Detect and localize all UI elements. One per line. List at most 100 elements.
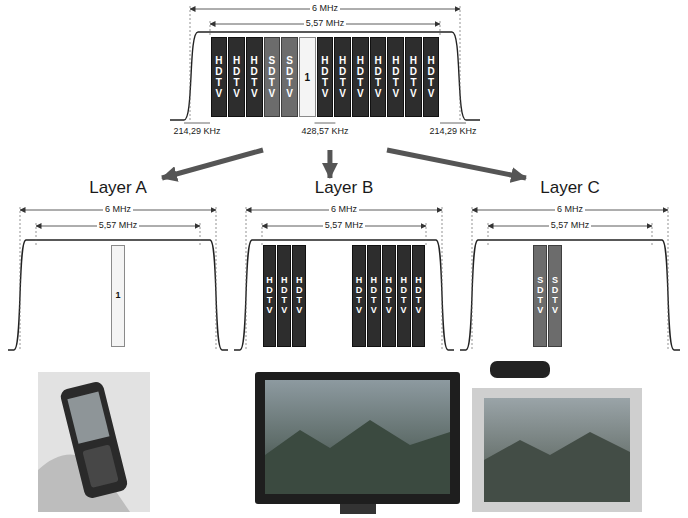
- hdtv-segment: HDTV: [277, 245, 291, 347]
- dimension-label: 5,57 MHz: [549, 220, 592, 231]
- extension-line: [440, 21, 441, 37]
- hdtv-segment: HDTV: [352, 37, 369, 117]
- mobile-phone-photo: [38, 372, 150, 512]
- extension-line: [216, 207, 217, 350]
- segment-label: 1: [302, 72, 312, 83]
- dimension-line: [315, 123, 336, 124]
- spectrum-mask: [170, 32, 480, 120]
- dimension-line: [184, 123, 210, 124]
- segment-label: SDTV: [267, 55, 277, 99]
- spectrum-mask: [234, 240, 454, 350]
- landscape: [265, 420, 450, 494]
- spectrum-mask: [460, 240, 680, 350]
- hdtv-segment: HDTV: [423, 37, 440, 117]
- one-seg-segment: 1: [111, 245, 125, 347]
- hdtv-segment: HDTV: [292, 245, 306, 347]
- arrow-connector: [162, 150, 263, 178]
- hdtv-segment: HDTV: [405, 37, 422, 117]
- one-seg-segment: 1: [299, 37, 316, 117]
- layer-heading: Layer A: [89, 178, 147, 198]
- segment-label: HDTV: [369, 276, 378, 316]
- segment-label: SDTV: [536, 276, 545, 316]
- set-top-box-photo: [472, 361, 642, 512]
- segment-label: HDTV: [426, 55, 436, 99]
- set-top-box: [490, 361, 550, 378]
- phone-screen: [67, 391, 109, 443]
- dimension-label: 6 MHz: [329, 204, 359, 215]
- dimension-label: 5,57 MHz: [304, 18, 347, 29]
- dimension-label: 214,29 KHz: [172, 126, 221, 137]
- sdtv-segment: SDTV: [533, 245, 547, 347]
- segment-label: HDTV: [354, 276, 363, 316]
- hdtv-photo: [255, 372, 460, 514]
- layer-heading: Layer C: [540, 178, 600, 198]
- dimension-label: 214,29 KHz: [428, 126, 477, 137]
- hdtv-segment: HDTV: [382, 245, 396, 347]
- spectrum-mask: [8, 240, 228, 350]
- spectrum-band: Layer C 6 MHz 5,57 MHzSDTV SDTV: [460, 178, 680, 354]
- hdtv-segment: HDTV: [263, 245, 277, 347]
- hdtv-segment: HDTV: [246, 37, 263, 117]
- segment-label: HDTV: [295, 276, 304, 316]
- hdtv-segment: HDTV: [397, 245, 411, 347]
- tv-frame: [255, 372, 460, 504]
- hdtv-segment: HDTV: [211, 37, 228, 117]
- tv-screen: [484, 398, 630, 502]
- sdtv-segment: SDTV: [548, 245, 562, 347]
- dimension-line: [440, 123, 466, 124]
- sdtv-segment: SDTV: [264, 37, 281, 117]
- segment-label: SDTV: [285, 55, 295, 99]
- segment-label: HDTV: [249, 55, 259, 99]
- segment-label: SDTV: [551, 276, 560, 316]
- extension-line: [20, 207, 21, 350]
- spectrum-band: Layer A 6 MHz 5,57 MHz 1: [8, 178, 228, 354]
- segment-label: HDTV: [320, 55, 330, 99]
- hdtv-segment: HDTV: [228, 37, 245, 117]
- hdtv-segment: HDTV: [412, 245, 426, 347]
- segment-label: HDTV: [414, 276, 423, 316]
- extension-line: [246, 207, 247, 350]
- segment-label: HDTV: [265, 276, 274, 316]
- segment-label: HDTV: [384, 276, 393, 316]
- segment-label: HDTV: [355, 55, 365, 99]
- extension-line: [210, 21, 211, 37]
- extension-line: [472, 207, 473, 350]
- extension-line: [668, 207, 669, 350]
- dimension-label: 6 MHz: [103, 204, 133, 215]
- tv-frame: [472, 388, 642, 512]
- extension-line: [442, 207, 443, 350]
- dimension-label: 6 MHz: [310, 3, 340, 14]
- landscape: [484, 432, 630, 502]
- tv-stand: [340, 504, 376, 514]
- dimension-label: 5,57 MHz: [97, 220, 140, 231]
- hdtv-segment: HDTV: [387, 37, 404, 117]
- sdtv-segment: SDTV: [281, 37, 298, 117]
- segment-label: HDTV: [373, 55, 383, 99]
- segment-label: HDTV: [391, 55, 401, 99]
- segment-label: HDTV: [232, 55, 242, 99]
- photo-ground: [38, 372, 150, 512]
- extension-line: [460, 6, 461, 120]
- phone-body: [59, 380, 129, 499]
- dimension-label: 5,57 MHz: [323, 220, 366, 231]
- dimension-label: 428,57 KHz: [300, 126, 349, 137]
- extension-line: [190, 6, 191, 120]
- segment-label: HDTV: [280, 276, 289, 316]
- hdtv-segment: HDTV: [334, 37, 351, 117]
- dimension-label: 6 MHz: [555, 204, 585, 215]
- spectrum-band: Layer B 6 MHz 5,57 MHzHDTV HDTV HDTV HDTV HDTV…: [234, 178, 454, 354]
- segment-label: 1: [113, 291, 122, 301]
- hdtv-segment: HDTV: [317, 37, 334, 117]
- phone-keypad: [82, 444, 118, 488]
- segment-label: HDTV: [399, 276, 408, 316]
- hdtv-segment: HDTV: [367, 245, 381, 347]
- layer-heading: Layer B: [315, 178, 374, 198]
- segment-label: HDTV: [408, 55, 418, 99]
- tv-screen: [265, 380, 450, 494]
- hdtv-segment: HDTV: [352, 245, 366, 347]
- segment-label: HDTV: [338, 55, 348, 99]
- arrow-connector: [387, 150, 526, 178]
- hdtv-segment: HDTV: [370, 37, 387, 117]
- segment-label: HDTV: [214, 55, 224, 99]
